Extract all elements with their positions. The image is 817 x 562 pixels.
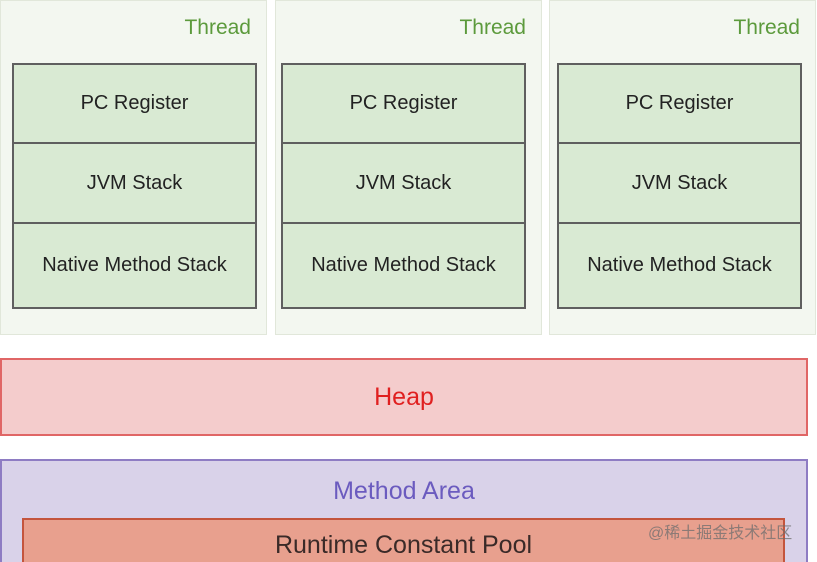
- heap-label: Heap: [374, 382, 434, 411]
- pc-register-box: PC Register: [349, 91, 458, 114]
- thread-panel-1: Thread PC Register JVM Stack Native Meth…: [0, 0, 267, 335]
- method-area-box: Method Area Runtime Constant Pool: [0, 459, 808, 562]
- native-method-stack-box: Native Method Stack: [559, 222, 800, 307]
- method-area-label: Method Area: [333, 477, 475, 505]
- thread-label: Thread: [733, 16, 800, 39]
- jvm-stack-box: JVM Stack: [14, 141, 255, 223]
- jvm-stack-box: JVM Stack: [559, 141, 800, 223]
- jvm-stack-box: JVM Stack: [283, 141, 524, 223]
- native-method-stack-box: Native Method Stack: [283, 222, 524, 307]
- thread-panel-2: Thread PC Register JVM Stack Native Meth…: [275, 0, 542, 335]
- thread-label: Thread: [184, 16, 251, 39]
- thread-memory-stack: PC Register JVM Stack Native Method Stac…: [12, 63, 257, 309]
- heap-box: Heap: [0, 358, 808, 436]
- pc-register-box: PC Register: [625, 91, 734, 114]
- watermark: @稀土掘金技术社区: [648, 525, 793, 542]
- thread-memory-stack: PC Register JVM Stack Native Method Stac…: [281, 63, 526, 309]
- native-method-stack-box: Native Method Stack: [14, 222, 255, 307]
- thread-panel-3: Thread PC Register JVM Stack Native Meth…: [549, 0, 816, 335]
- thread-memory-stack: PC Register JVM Stack Native Method Stac…: [557, 63, 802, 309]
- pc-register-box: PC Register: [80, 91, 189, 114]
- runtime-constant-pool-label: Runtime Constant Pool: [274, 531, 533, 559]
- runtime-constant-pool-box: Runtime Constant Pool: [22, 518, 785, 562]
- thread-label: Thread: [459, 16, 526, 39]
